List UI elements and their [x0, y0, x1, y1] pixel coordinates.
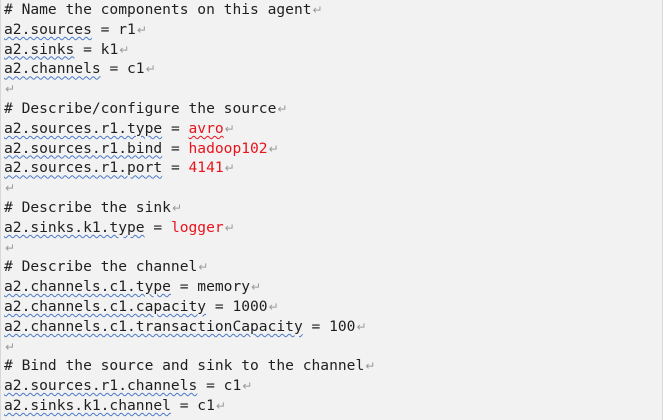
equals-sign: =: [162, 139, 189, 157]
doc-line: a2.sinks = k1↵: [4, 40, 662, 60]
config-value: = 1000: [206, 297, 268, 315]
config-key: a2.sources.r1.channels: [4, 377, 198, 395]
config-value-highlight: 4141: [188, 159, 224, 177]
paragraph-mark-icon: ↵: [242, 379, 253, 394]
equals-sign: =: [144, 218, 171, 236]
config-value: = r1: [91, 20, 136, 38]
config-value: = c1: [170, 396, 215, 414]
config-key: a2.sinks: [4, 40, 75, 58]
paragraph-mark-icon: ↵: [312, 3, 323, 17]
paragraph-mark-icon: ↵: [5, 240, 16, 255]
config-key: a2.channels: [4, 60, 101, 78]
empty-line: ↵: [4, 178, 662, 198]
doc-line: # Name the components on this agent↵: [4, 0, 662, 20]
config-key: a2.channels.c1.capacity: [4, 297, 207, 315]
doc-line: a2.sinks.k1.type = logger↵: [4, 218, 662, 238]
config-key: a2.sources: [4, 20, 92, 38]
doc-line: a2.channels.c1.transactionCapacity = 100…: [4, 317, 662, 337]
doc-line: a2.channels.c1.capacity = 1000↵: [4, 297, 662, 317]
config-key: a2.sinks.k1.channel: [4, 396, 171, 414]
paragraph-mark-icon: ↵: [224, 121, 235, 136]
paragraph-mark-icon: ↵: [268, 299, 279, 314]
paragraph-mark-icon: ↵: [277, 101, 288, 116]
doc-line: a2.channels.c1.type = memory↵: [4, 277, 662, 297]
paragraph-mark-icon: ↵: [198, 260, 209, 275]
config-value: = c1: [100, 60, 145, 78]
config-key: a2.sources.r1.port: [4, 159, 163, 177]
config-value-highlight: hadoop102: [188, 139, 268, 157]
config-value: = memory: [170, 278, 251, 296]
doc-line: a2.sources.r1.bind = hadoop102↵: [4, 139, 662, 159]
paragraph-mark-icon: ↵: [268, 141, 279, 156]
equals-sign: =: [162, 119, 189, 137]
comment-text: # Describe the sink: [4, 198, 171, 216]
paragraph-mark-icon: ↵: [171, 200, 182, 215]
paragraph-mark-icon: ↵: [356, 319, 367, 334]
paragraph-mark-icon: ↵: [119, 42, 130, 57]
config-key: a2.channels.c1.type: [4, 278, 171, 296]
doc-line: # Describe the sink↵: [4, 198, 662, 218]
empty-line: ↵: [4, 79, 662, 99]
paragraph-mark-icon: ↵: [251, 280, 262, 295]
config-key: a2.sources.r1.bind: [4, 139, 163, 157]
comment-text: # Describe/configure the source: [4, 99, 277, 117]
paragraph-mark-icon: ↵: [5, 339, 16, 354]
empty-line: ↵: [4, 337, 662, 357]
empty-line: ↵: [4, 238, 662, 258]
config-value-highlight: logger: [170, 218, 224, 236]
paragraph-mark-icon: ↵: [365, 359, 376, 374]
config-value: = c1: [197, 377, 242, 395]
doc-line: # Describe the channel↵: [4, 257, 662, 277]
config-key: a2.sinks.k1.type: [4, 218, 145, 236]
doc-line: # Describe/configure the source↵: [4, 99, 662, 119]
paragraph-mark-icon: ↵: [215, 398, 226, 413]
paragraph-mark-icon: ↵: [145, 62, 156, 77]
config-value: = k1: [74, 40, 119, 58]
doc-line: a2.sources.r1.type = avro↵: [4, 119, 662, 139]
doc-line: # Bind the source and sink to the channe…: [4, 356, 662, 376]
paragraph-mark-icon: ↵: [224, 220, 235, 235]
doc-line: a2.channels = c1↵: [4, 59, 662, 79]
paragraph-mark-icon: ↵: [224, 161, 235, 176]
config-value-highlight: avro: [188, 119, 224, 137]
paragraph-mark-icon: ↵: [5, 181, 16, 196]
config-key: a2.sources.r1.type: [4, 119, 163, 137]
paragraph-mark-icon: ↵: [136, 22, 147, 37]
doc-line: a2.sinks.k1.channel = c1↵: [4, 396, 662, 416]
comment-text: # Bind the source and sink to the channe…: [4, 357, 365, 375]
doc-line: a2.sources.r1.channels = c1↵: [4, 376, 662, 396]
comment-text: # Describe the channel: [4, 258, 198, 276]
doc-line: a2.sources.r1.port = 4141↵: [4, 158, 662, 178]
equals-sign: =: [162, 159, 189, 177]
doc-line: a2.sources = r1↵: [4, 20, 662, 40]
comment-text: # Name the components on this agent: [4, 1, 312, 18]
paragraph-mark-icon: ↵: [5, 82, 16, 97]
config-value: = 100: [302, 317, 356, 335]
config-key: a2.channels.c1.transactionCapacity: [4, 317, 303, 335]
